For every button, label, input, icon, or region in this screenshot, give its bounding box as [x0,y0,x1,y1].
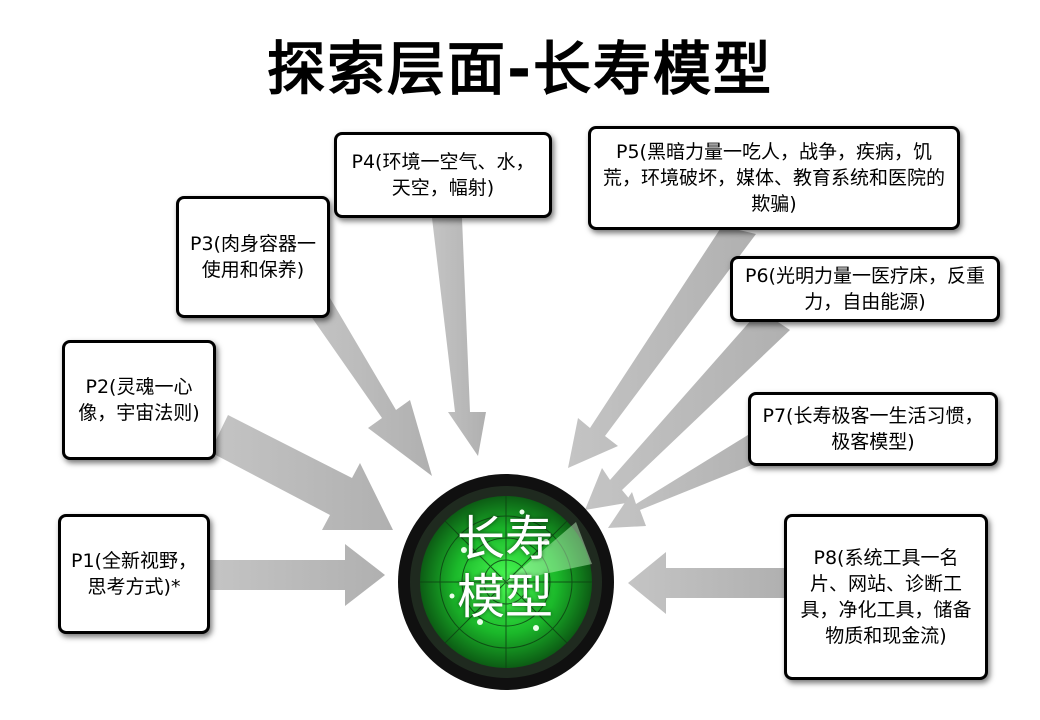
box-p3: P3(肉身容器一使用和保养) [176,196,330,318]
page-title: 探索层面-长寿模型 [266,35,774,103]
arrow-p2 [210,415,393,530]
box-p5-text: P5(黑暗力量一吃人，战争，疾病，饥荒，环境破坏，媒体、教育系统和医院的欺骗) [602,141,945,215]
arrow-p1 [210,544,385,606]
box-p1: P1(全新视野，思考方式)* [58,514,210,634]
box-p2-text: P2(灵魂一心像，宇宙法则) [78,376,200,424]
box-p7-text: P7(长寿极客一生活习惯，极客模型) [762,405,984,453]
arrow-p3 [308,298,432,476]
box-p4-text: P4(环境一空气、水，天空，幅射) [351,151,535,199]
box-p5: P5(黑暗力量一吃人，战争，疾病，饥荒，环境破坏，媒体、教育系统和医院的欺骗) [588,126,960,230]
box-p6-text: P6(光明力量一医疗床，反重力，自由能源) [745,265,985,313]
box-p3-text: P3(肉身容器一使用和保养) [190,233,316,281]
box-p1-text: P1(全新视野，思考方式)* [71,550,197,598]
box-p2: P2(灵魂一心像，宇宙法则) [62,340,216,460]
radar-graphic [398,474,614,690]
box-p7: P7(长寿极客一生活习惯，极客模型) [748,392,998,466]
box-p6: P6(光明力量一医疗床，反重力，自由能源) [730,256,1000,322]
radar-center-label: 长寿 模型 [400,510,610,626]
arrow-p6 [585,310,790,510]
center-line-2: 模型 [456,569,553,625]
arrow-p8 [628,552,786,614]
arrow-p4 [432,218,486,456]
box-p8-text: P8(系统工具一名片、网站、诊断工具，净化工具，储备物质和现金流) [800,547,972,647]
box-p4: P4(环境一空气、水，天空，幅射) [334,132,552,218]
arrow-p7 [608,430,774,528]
arrow-p5 [568,226,756,468]
box-p8: P8(系统工具一名片、网站、诊断工具，净化工具，储备物质和现金流) [784,514,988,680]
center-line-1: 长寿 [456,511,553,567]
